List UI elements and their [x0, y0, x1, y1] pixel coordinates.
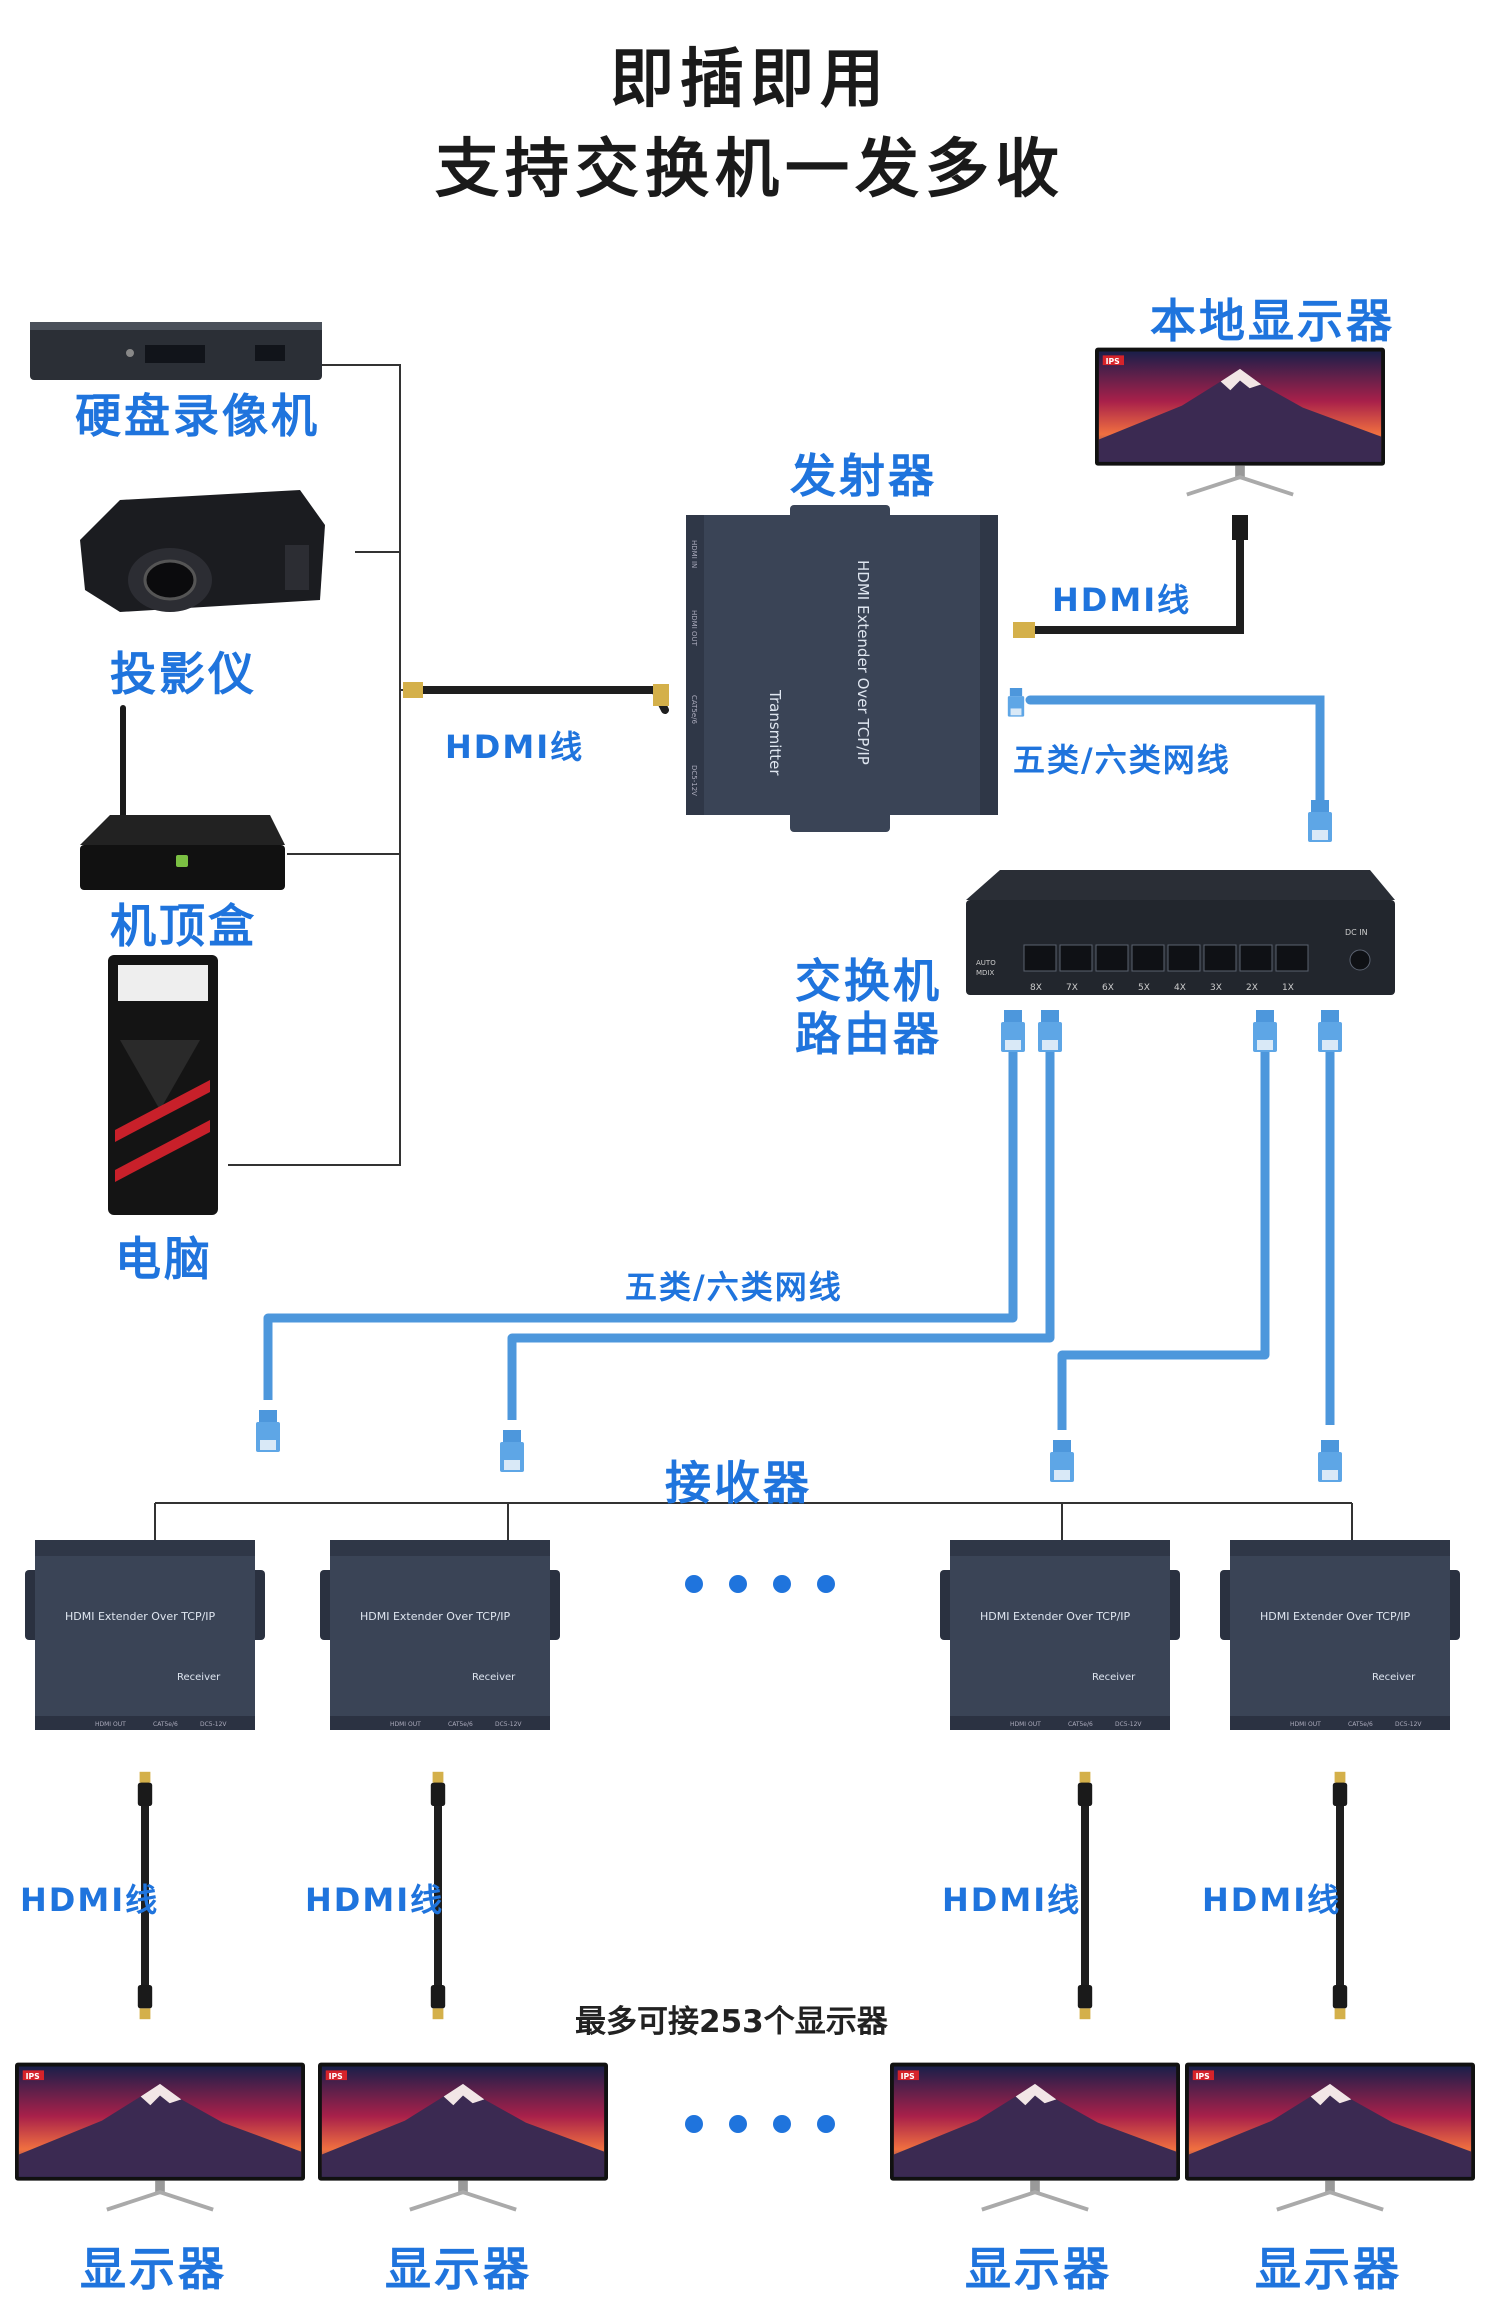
- network-cable-label-downlink: 五类/六类网线: [625, 1268, 843, 1306]
- hdmi-cable-local: [1013, 515, 1248, 638]
- desktop-pc-icon: [108, 955, 218, 1215]
- display-label-1: 显示器: [80, 2242, 227, 2296]
- hdmi-cable-label-source: HDMI线: [445, 728, 585, 766]
- hdmi-cable-label-local: HDMI线: [1052, 581, 1192, 619]
- receiver-graphic: [320, 1540, 560, 1730]
- local-monitor-graphic: [1095, 348, 1385, 495]
- more-receivers-ellipsis: [685, 1575, 861, 1593]
- rj45-plugs: [256, 1010, 1342, 1482]
- local-display-label: 本地显示器: [1150, 294, 1395, 348]
- svg-text:Transmitter: Transmitter: [766, 689, 784, 776]
- network-cable-label-uplink: 五类/六类网线: [1013, 741, 1231, 779]
- switch-device: 8X 7X 6X 5X 4X 3X 2X 1X DC IN AUTO MDIX: [966, 870, 1395, 995]
- source-label-pc: 电脑: [115, 1232, 213, 1286]
- display-graphic: [1185, 2063, 1475, 2210]
- receiver-graphic: [1220, 1540, 1460, 1730]
- svg-text:8X: 8X: [1030, 983, 1042, 993]
- hdmi-cable-source: [403, 682, 669, 714]
- display-graphic: [318, 2063, 608, 2210]
- source-bus-line: [228, 364, 410, 1166]
- svg-text:3X: 3X: [1210, 983, 1222, 993]
- page-title-line1: 即插即用: [610, 43, 890, 117]
- svg-text:4X: 4X: [1174, 983, 1186, 993]
- svg-text:HDMI IN: HDMI IN: [690, 540, 698, 568]
- hdmi-cables-output: [141, 1780, 1344, 1990]
- display-graphic: [890, 2063, 1180, 2210]
- svg-text:1X: 1X: [1282, 983, 1294, 993]
- source-label-settopbox: 机顶盒: [110, 899, 257, 953]
- switch-label-line1: 交换机: [795, 954, 942, 1008]
- more-displays-ellipsis: [685, 2115, 861, 2133]
- source-label-projector: 投影仪: [110, 647, 257, 701]
- svg-text:CAT5e/6: CAT5e/6: [690, 695, 698, 725]
- set-top-box-icon: [80, 705, 285, 890]
- svg-text:5X: 5X: [1138, 983, 1150, 993]
- svg-text:DC IN: DC IN: [1345, 928, 1368, 937]
- page-title-line2: 支持交换机一发多收: [435, 133, 1065, 207]
- hdmi-cable-label-out4: HDMI线: [1202, 1881, 1342, 1919]
- svg-text:DC5-12V: DC5-12V: [690, 765, 698, 796]
- svg-text:6X: 6X: [1102, 983, 1114, 993]
- network-cables-downlink: [263, 1040, 1335, 1430]
- projector-icon: [80, 490, 325, 612]
- max-displays-note: 最多可接253个显示器: [575, 2004, 888, 2040]
- network-cable-uplink: [1007, 688, 1332, 842]
- svg-text:7X: 7X: [1066, 983, 1078, 993]
- display-graphic: [15, 2063, 305, 2210]
- display-label-2: 显示器: [385, 2242, 532, 2296]
- receiver-graphic: [940, 1540, 1180, 1730]
- receiver-bus-line: [154, 1502, 1353, 1545]
- receiver-graphic: [25, 1540, 265, 1730]
- svg-text:MDIX: MDIX: [976, 969, 994, 977]
- hdmi-cable-label-out1: HDMI线: [20, 1881, 160, 1919]
- hdmi-cable-label-out2: HDMI线: [305, 1881, 445, 1919]
- svg-text:HDMI OUT: HDMI OUT: [690, 610, 698, 647]
- transmitter-device: HDMI Extender Over TCP/IP Transmitter HD…: [686, 505, 998, 832]
- display-label-3: 显示器: [965, 2242, 1112, 2296]
- source-label-dvr: 硬盘录像机: [75, 389, 320, 443]
- svg-text:2X: 2X: [1246, 983, 1258, 993]
- svg-text:AUTO: AUTO: [976, 959, 996, 967]
- dvr-recorder-icon: [30, 322, 322, 380]
- switch-label-line2: 路由器: [795, 1007, 942, 1061]
- display-label-4: 显示器: [1255, 2242, 1402, 2296]
- hdmi-cable-label-out3: HDMI线: [942, 1881, 1082, 1919]
- transmitter-label: 发射器: [790, 449, 937, 503]
- receiver-label: 接收器: [665, 1456, 812, 1510]
- svg-text:HDMI Extender Over TCP/IP: HDMI Extender Over TCP/IP: [854, 560, 872, 765]
